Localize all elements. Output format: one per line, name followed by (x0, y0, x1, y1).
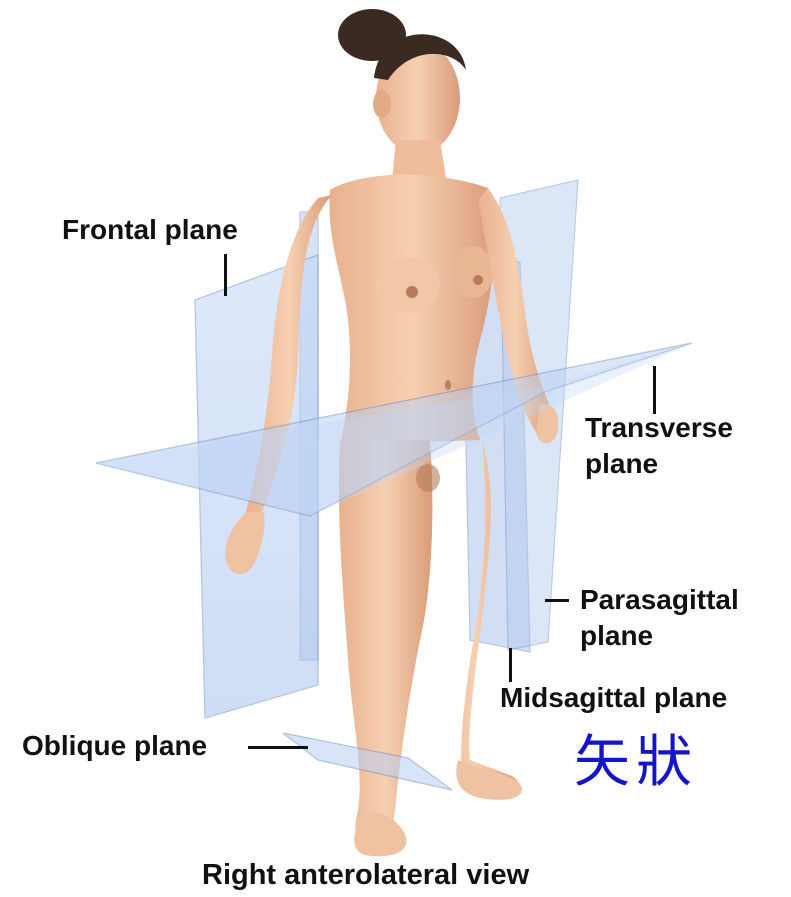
parasagittal-plane-label-line2: plane (580, 618, 739, 654)
midsagittal-plane-leader (509, 648, 512, 682)
transverse-plane-leader (653, 366, 656, 414)
figure-caption: Right anterolateral view (202, 857, 529, 893)
midsagittal-plane-label: Midsagittal plane (500, 680, 727, 716)
frontal-plane-label: Frontal plane (62, 212, 238, 248)
transverse-plane-label: Transverse plane (585, 410, 733, 482)
frontal-plane-leader (224, 254, 227, 296)
parasagittal-plane-label: Parasagittal plane (580, 582, 739, 654)
transverse-plane-label-line2: plane (585, 446, 733, 482)
transverse-plane-label-line1: Transverse (585, 410, 733, 446)
oblique-plane-leader (248, 746, 308, 749)
parasagittal-plane-leader (545, 599, 569, 602)
cjk-annotation: 矢狀 (574, 733, 698, 793)
oblique-plane-label: Oblique plane (22, 728, 207, 764)
parasagittal-plane-label-line1: Parasagittal (580, 582, 739, 618)
